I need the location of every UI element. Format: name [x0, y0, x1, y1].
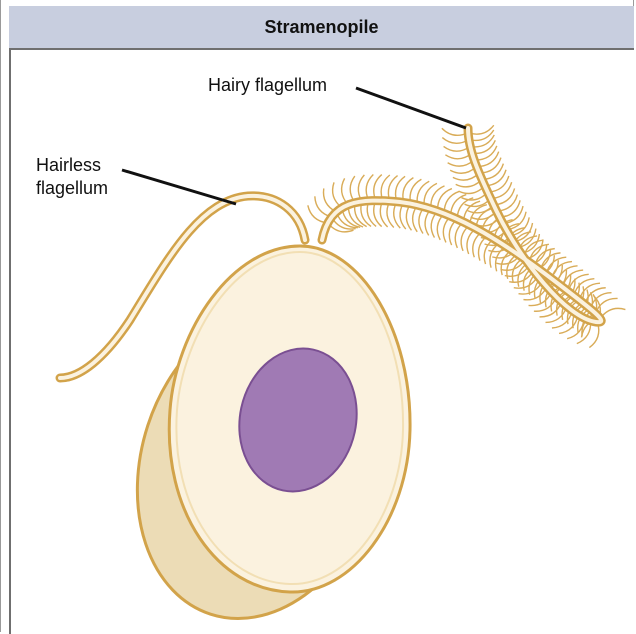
- hairless-flagellum-label-line1: Hairless: [36, 154, 101, 176]
- hairless-flagellum-leader: [122, 170, 236, 204]
- hairless-flagellum-label-line2: flagellum: [36, 177, 108, 199]
- hairy-flagellum-leader: [356, 88, 466, 128]
- hairy-flagellum-label: Hairy flagellum: [208, 74, 327, 96]
